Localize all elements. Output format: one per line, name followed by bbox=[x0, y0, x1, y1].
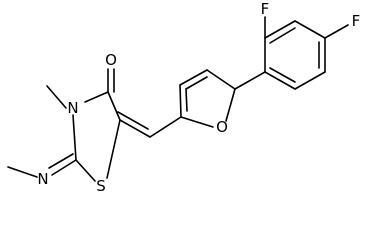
bond bbox=[294, 71, 326, 90]
bond bbox=[269, 27, 296, 44]
bond bbox=[234, 71, 266, 90]
thiazolidinone-ring bbox=[72, 91, 121, 182]
bond bbox=[75, 159, 96, 182]
molecule-structure-drawing: F F O O N S N bbox=[7, 0, 361, 195]
bond bbox=[117, 111, 149, 130]
bond bbox=[107, 91, 121, 121]
ring-nitrogen-label: N bbox=[67, 99, 78, 117]
ring-sulfur-label: S bbox=[96, 177, 106, 195]
bond bbox=[264, 71, 296, 90]
bond bbox=[185, 76, 208, 90]
carbonyl-oxygen-label: O bbox=[105, 51, 117, 69]
bond bbox=[269, 67, 296, 83]
difluorophenyl-ring bbox=[264, 20, 326, 90]
furan-ring bbox=[179, 69, 236, 128]
bond bbox=[72, 114, 77, 161]
bond bbox=[84, 91, 109, 103]
bond bbox=[294, 20, 326, 39]
bond bbox=[149, 116, 182, 138]
bond bbox=[206, 69, 236, 90]
bond bbox=[48, 153, 74, 169]
bond bbox=[51, 159, 77, 176]
bond bbox=[324, 24, 349, 39]
fluorine-label-right: F bbox=[352, 12, 361, 30]
bond bbox=[179, 69, 208, 86]
imine-nitrogen-label: N bbox=[37, 170, 48, 188]
furan-oxygen-label: O bbox=[216, 118, 228, 136]
bond bbox=[264, 20, 296, 39]
bond bbox=[179, 84, 182, 118]
bond bbox=[119, 119, 151, 138]
fluorine-label-top: F bbox=[261, 0, 270, 18]
bond bbox=[225, 88, 236, 122]
bond bbox=[185, 88, 188, 112]
bond bbox=[7, 166, 38, 178]
bond bbox=[180, 116, 214, 128]
bond bbox=[46, 85, 67, 109]
bond bbox=[106, 119, 121, 179]
